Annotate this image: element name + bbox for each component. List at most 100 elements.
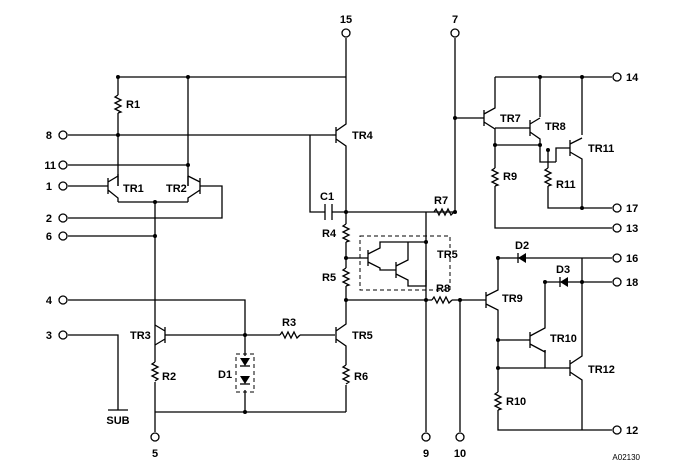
d3-label: D3 [556,264,570,276]
r9-label: R9 [503,171,517,183]
tr1-label: TR1 [123,183,144,195]
d1-box [235,353,255,393]
tr10-transistor [528,324,546,354]
tr7-transistor [480,105,496,132]
tr4-label: TR4 [352,130,374,142]
r9-resistor [490,167,500,187]
pin-10-terminal [455,432,465,442]
r5-resistor [341,267,351,287]
r11-label: R11 [556,179,576,191]
tr5-darlington-box [359,235,451,291]
figure-code: A02130 [612,453,640,462]
c1-label: C1 [320,191,334,203]
r10-resistor [493,391,503,411]
r7-resistor [433,207,455,217]
tr9-transistor [485,288,499,312]
tr12-transistor [566,353,583,385]
pin-6-label: 6 [46,231,52,243]
d2-label: D2 [515,240,529,252]
c1-capacitor [324,204,333,220]
tr2-label: TR2 [166,183,187,195]
pin-3-terminal [58,330,68,340]
r5-label: R5 [322,272,336,284]
pin-7-label: 7 [452,14,458,26]
pin-4-terminal [58,295,68,305]
pin-13-label: 13 [626,223,638,235]
pin-18-terminal [612,277,622,287]
pin-1-label: 1 [46,181,52,193]
pin-14-label: 14 [626,72,639,84]
pin-labels: 8 11 1 2 6 4 3 15 7 5 9 10 14 17 13 16 1… [44,14,639,460]
tr3-label: TR3 [130,330,151,342]
junctions [116,75,584,414]
pin-7-terminal [450,28,460,38]
pin-5-terminal [150,432,160,442]
r3-label: R3 [282,317,296,329]
pin-15-label: 15 [340,14,352,26]
r11-resistor [543,167,553,187]
pin-15-terminal [341,28,351,38]
r1-label: R1 [126,99,140,111]
pin-11-label: 11 [44,160,56,172]
tr11-label: TR11 [588,143,614,155]
tr9-label: TR9 [502,293,523,305]
d3-diode [559,277,568,287]
r2-resistor [150,361,160,382]
tr8-label: TR8 [545,121,566,133]
r1-resistor [113,94,123,114]
pin-terminals [58,28,622,442]
r3-resistor [279,330,301,340]
pin-12-terminal [612,425,622,435]
pin-1-terminal [58,181,68,191]
diodes [240,253,568,385]
pin-16-terminal [612,253,622,263]
pin-8-terminal [58,130,68,140]
pin-9-label: 9 [423,448,429,460]
pin-12-label: 12 [626,425,638,437]
r2-label: R2 [162,371,176,383]
tr4-transistor [332,120,347,150]
pin-9-terminal [421,432,431,442]
sub-label: SUB [106,415,129,427]
tr1-transistor [107,174,119,202]
resistors [113,94,553,411]
d1-label: D1 [218,369,232,381]
pin-17-terminal [612,203,622,213]
pin-5-label: 5 [152,448,158,460]
r7-label: R7 [434,195,448,207]
pin-8-label: 8 [46,130,52,142]
pin-13-terminal [612,223,622,233]
tr3-transistor [154,324,170,346]
tr10-label: TR10 [550,333,577,345]
d1-diode [240,358,250,385]
pin-17-label: 17 [626,203,638,215]
tr7-label: TR7 [500,113,521,125]
pin-10-label: 10 [454,448,466,460]
tr5-darlington [367,241,427,287]
pin-2-label: 2 [46,213,52,225]
tr5-upper-label: TR5 [437,249,458,261]
pin-4-label: 4 [46,295,53,307]
tr5-lower-transistor [335,322,347,348]
wires [68,38,612,432]
pin-14-terminal [612,72,622,82]
tr12-label: TR12 [588,364,615,376]
r10-label: R10 [506,396,526,408]
pin-6-terminal [58,231,68,241]
component-labels: R1 TR1 TR2 TR3 R2 D1 R3 TR4 C1 R4 R5 TR5… [123,99,641,462]
r4-resistor [341,223,351,243]
r8-resistor [431,295,453,305]
d2-diode [517,253,526,263]
pin-3-label: 3 [46,330,52,342]
r6-resistor [341,364,351,385]
r4-label: R4 [322,228,337,240]
transistors [107,105,583,385]
tr11-transistor [555,137,583,164]
pin-2-terminal [58,213,68,223]
r8-label: R8 [436,283,450,295]
r6-label: R6 [354,371,368,383]
pin-16-label: 16 [626,253,638,265]
tr2-transistor [187,175,201,202]
pin-18-label: 18 [626,277,638,289]
